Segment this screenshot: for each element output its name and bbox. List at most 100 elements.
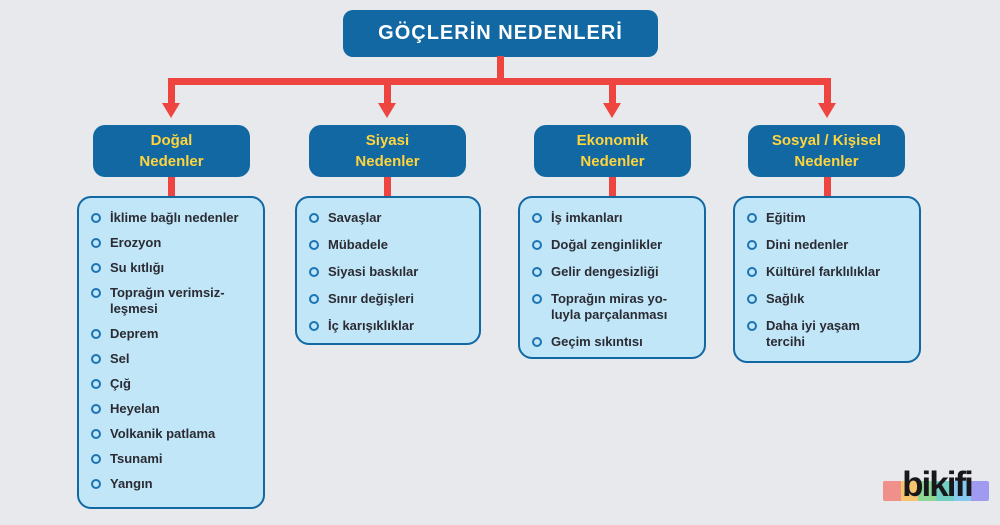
logo-band-segment: [883, 481, 901, 501]
list-item-label: İklime bağlı nedenler: [110, 210, 239, 225]
list-item-label: Heyelan: [110, 401, 160, 416]
list-item-label: İş imkanları: [551, 210, 623, 225]
list-item: Siyasi baskılar: [309, 264, 473, 280]
list-item-label: Daha iyi yaşam tercihi: [766, 318, 860, 349]
list-item-label: Su kıtlığı: [110, 260, 165, 275]
list-item-label: Kültürel farklılıklar: [766, 264, 881, 279]
list-item: Geçim sıkıntısı: [532, 334, 698, 350]
bikifi-logo: bikifi: [880, 462, 994, 510]
list-item-label: Volkanik patlama: [110, 426, 216, 441]
bullet-circle-icon: [309, 321, 319, 331]
list-item: Heyelan: [91, 401, 257, 417]
diagram-title-box: GÖÇLERİN NEDENLERİ: [343, 10, 658, 57]
bullet-circle-icon: [91, 329, 101, 339]
category-header-3: Ekonomik Nedenler: [534, 125, 691, 177]
list-item-label: Sel: [110, 351, 130, 366]
list-item: Su kıtlığı: [91, 260, 257, 276]
list-item-label: Geçim sıkıntısı: [551, 334, 643, 349]
list-item: Savaşlar: [309, 210, 473, 226]
list-item-label: İç karışıklıklar: [328, 318, 415, 333]
list-item: Daha iyi yaşam tercihi: [747, 318, 913, 350]
category-header-label: Ekonomik Nedenler: [576, 132, 649, 170]
bullet-circle-icon: [91, 379, 101, 389]
list-item: Gelir dengesizliği: [532, 264, 698, 280]
bullet-circle-icon: [91, 263, 101, 273]
list-item: Kültürel farklılıklar: [747, 264, 913, 280]
bullet-circle-icon: [91, 429, 101, 439]
list-item: Tsunami: [91, 451, 257, 467]
category-header-label: Siyasi Nedenler: [355, 132, 420, 170]
bullet-circle-icon: [747, 213, 757, 223]
list-item-label: Toprağın miras yo- luyla parçalanması: [551, 291, 668, 322]
list-item: İç karışıklıklar: [309, 318, 473, 334]
arrow-head-icon-4: [818, 103, 836, 118]
bullet-circle-icon: [91, 454, 101, 464]
list-item: Sel: [91, 351, 257, 367]
list-item: Dini nedenler: [747, 237, 913, 253]
bullet-circle-icon: [91, 238, 101, 248]
bullet-circle-icon: [747, 321, 757, 331]
list-item-label: Sağlık: [766, 291, 805, 306]
category-header-2: Siyasi Nedenler: [309, 125, 466, 177]
list-item-label: Erozyon: [110, 235, 162, 250]
bullet-circle-icon: [91, 354, 101, 364]
bullet-circle-icon: [309, 213, 319, 223]
bullet-circle-icon: [309, 240, 319, 250]
list-item: Çığ: [91, 376, 257, 392]
header-list-stem-4: [823, 176, 831, 197]
list-item-label: Siyasi baskılar: [328, 264, 419, 279]
category-header-label: Sosyal / Kişisel Nedenler: [771, 132, 882, 170]
list-item: İş imkanları: [532, 210, 698, 226]
list-item: Toprağın verimsiz- leşmesi: [91, 285, 257, 317]
list-item: Deprem: [91, 326, 257, 342]
list-item-label: Mübadele: [328, 237, 388, 252]
arrow-stem-3: [608, 78, 616, 104]
arrow-stem-1: [167, 78, 175, 104]
trunk-stem: [497, 56, 504, 82]
bullet-circle-icon: [91, 213, 101, 223]
arrow-head-icon-3: [603, 103, 621, 118]
arrow-stem-4: [823, 78, 831, 104]
list-item-label: Doğal zenginlikler: [551, 237, 663, 252]
list-item-label: Tsunami: [110, 451, 163, 466]
bullet-circle-icon: [91, 288, 101, 298]
list-item-label: Yangın: [110, 476, 153, 491]
bullet-circle-icon: [309, 294, 319, 304]
bullet-circle-icon: [747, 267, 757, 277]
logo-wordmark: bikifi: [902, 465, 974, 504]
bullet-circle-icon: [309, 267, 319, 277]
logo-band-segment: [918, 481, 937, 501]
category-header-1: Doğal Nedenler: [93, 125, 250, 177]
logo-rainbow-band-icon: [883, 481, 989, 501]
list-item: Eğitim: [747, 210, 913, 226]
arrow-stem-2: [383, 78, 391, 104]
list-item-label: Sınır değişleri: [328, 291, 414, 306]
category-header-label: Doğal Nedenler: [139, 132, 204, 170]
list-item-label: Deprem: [110, 326, 159, 341]
arrow-head-icon-2: [378, 103, 396, 118]
logo-band-segment: [936, 481, 954, 501]
logo-band-segment: [953, 481, 972, 501]
branch-bar: [167, 78, 831, 85]
list-item-label: Savaşlar: [328, 210, 382, 225]
arrow-head-icon-1: [162, 103, 180, 118]
bullet-circle-icon: [532, 337, 542, 347]
logo-band-segment: [900, 481, 919, 501]
diagram-title: GÖÇLERİN NEDENLERİ: [378, 22, 623, 44]
list-item: Doğal zenginlikler: [532, 237, 698, 253]
list-item: Toprağın miras yo- luyla parçalanması: [532, 291, 698, 323]
bullet-circle-icon: [532, 240, 542, 250]
list-item-label: Gelir dengesizliği: [551, 264, 659, 279]
list-item: Yangın: [91, 476, 257, 492]
list-item: İklime bağlı nedenler: [91, 210, 257, 226]
list-item: Erozyon: [91, 235, 257, 251]
list-item-label: Çığ: [110, 376, 131, 391]
header-list-stem-2: [383, 176, 391, 197]
list-item: Sağlık: [747, 291, 913, 307]
bullet-circle-icon: [532, 213, 542, 223]
